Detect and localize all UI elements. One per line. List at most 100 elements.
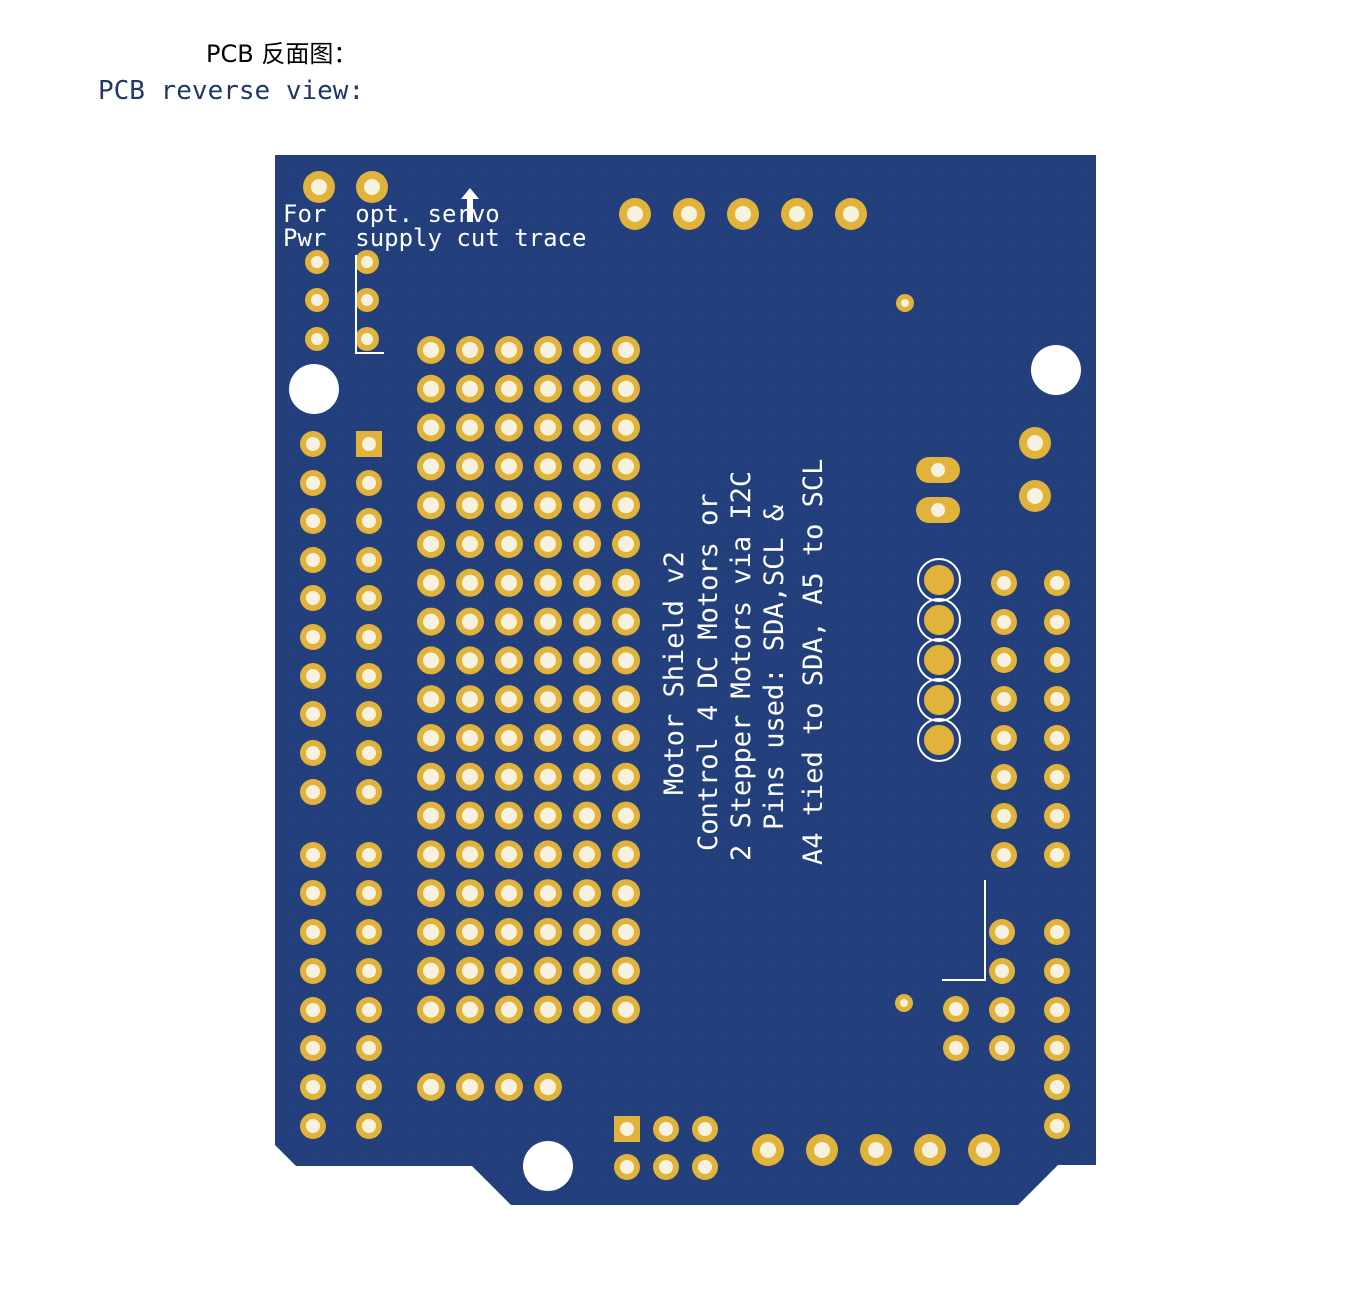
corner-outline-bottom-right	[942, 880, 986, 981]
pad-hole	[997, 615, 1011, 629]
pad-hole	[579, 1001, 595, 1018]
pad-hole	[540, 962, 556, 979]
pad-hole	[362, 553, 376, 567]
pad-hole	[997, 770, 1011, 784]
pad-hole	[306, 707, 320, 721]
pad-hole	[462, 419, 478, 436]
pad-hole	[579, 419, 595, 436]
pad-hole	[1050, 731, 1064, 745]
pad-hole	[501, 380, 517, 397]
pad-hole	[501, 691, 517, 708]
pad-hole	[423, 691, 439, 708]
pad-hole	[462, 691, 478, 708]
pad-hole	[306, 1003, 320, 1017]
pad-hole	[362, 1041, 376, 1055]
pad-hole	[579, 652, 595, 669]
pad-hole	[362, 1080, 376, 1094]
pad-hole	[995, 964, 1009, 978]
pad-hole	[540, 613, 556, 630]
pad-hole	[618, 342, 634, 358]
pad-outline	[917, 718, 961, 762]
pad-hole	[618, 652, 634, 669]
pad-hole	[997, 653, 1011, 667]
pad-hole	[579, 613, 595, 630]
pad-hole	[540, 885, 556, 902]
pad-hole	[462, 962, 478, 979]
pad-hole	[1050, 1003, 1064, 1017]
pad-hole	[579, 458, 595, 475]
pad-hole	[579, 768, 595, 785]
pad-hole	[997, 731, 1011, 745]
pad-hole	[698, 1160, 712, 1174]
pad-hole	[540, 846, 556, 863]
pad-hole	[618, 574, 634, 591]
pad-hole	[423, 613, 439, 630]
pad-hole	[423, 924, 439, 940]
pad-hole	[423, 458, 439, 475]
pad-hole	[362, 437, 376, 451]
pad-hole	[462, 730, 478, 746]
solid-pad	[924, 685, 954, 715]
pad-hole	[306, 630, 320, 644]
pad-hole	[501, 924, 517, 940]
pad-hole	[423, 807, 439, 824]
pad-hole	[306, 964, 320, 978]
pad-hole	[540, 924, 556, 940]
pad-hole	[311, 179, 327, 195]
pad-outline	[917, 678, 961, 722]
pad-hole	[735, 206, 751, 222]
pad-hole	[1050, 576, 1064, 590]
pad-hole	[901, 299, 909, 307]
pad-layer	[300, 171, 1070, 1180]
pad-hole	[501, 885, 517, 902]
pad-hole	[462, 846, 478, 863]
pad-hole	[618, 768, 634, 785]
pad-hole	[462, 574, 478, 591]
pad-hole	[423, 380, 439, 397]
pad-hole	[540, 458, 556, 475]
pad-hole	[618, 536, 634, 552]
pad-hole	[618, 962, 634, 979]
pad-hole	[659, 1160, 673, 1174]
pad-hole	[501, 1001, 517, 1018]
pad-hole	[362, 925, 376, 939]
pcb-grid-texture	[275, 155, 1096, 1205]
pad-hole	[1050, 770, 1064, 784]
pad-hole	[462, 458, 478, 475]
pad-hole	[931, 463, 945, 477]
pad-hole	[423, 419, 439, 436]
pad-hole	[540, 574, 556, 591]
pad-hole	[1050, 1080, 1064, 1094]
pad-hole	[540, 730, 556, 746]
pad-hole	[306, 514, 320, 528]
pad-hole	[540, 768, 556, 785]
pad-hole	[462, 497, 478, 514]
pad-hole	[462, 1079, 478, 1095]
pad-outline	[917, 638, 961, 682]
pad-hole	[362, 785, 376, 799]
pad-hole	[306, 785, 320, 799]
pad-hole	[501, 458, 517, 475]
pad-hole	[579, 730, 595, 746]
pad-hole	[659, 1122, 673, 1136]
pad-hole	[922, 1142, 938, 1158]
pad-hole	[362, 1119, 376, 1133]
pad-hole	[579, 342, 595, 358]
pad-hole	[1050, 1119, 1064, 1133]
pad-hole	[362, 476, 376, 490]
pad-hole	[620, 1160, 634, 1174]
pad-hole	[540, 380, 556, 397]
mounting-hole-bottom	[523, 1141, 573, 1191]
pad-hole	[1050, 964, 1064, 978]
pad-hole	[362, 630, 376, 644]
silkscreen-line-5: A4 tied to SDA, A5 to SCL	[798, 459, 829, 865]
solid-pad	[924, 605, 954, 635]
pad-hole	[423, 730, 439, 746]
pad-hole	[361, 294, 373, 306]
arrow-up-icon	[461, 188, 479, 222]
pad-hole	[423, 497, 439, 514]
pad-hole	[618, 846, 634, 863]
pad-hole	[997, 692, 1011, 706]
silkscreen-line-3: 2 Stepper Motors via I2C	[726, 471, 757, 861]
pad-hole	[698, 1122, 712, 1136]
